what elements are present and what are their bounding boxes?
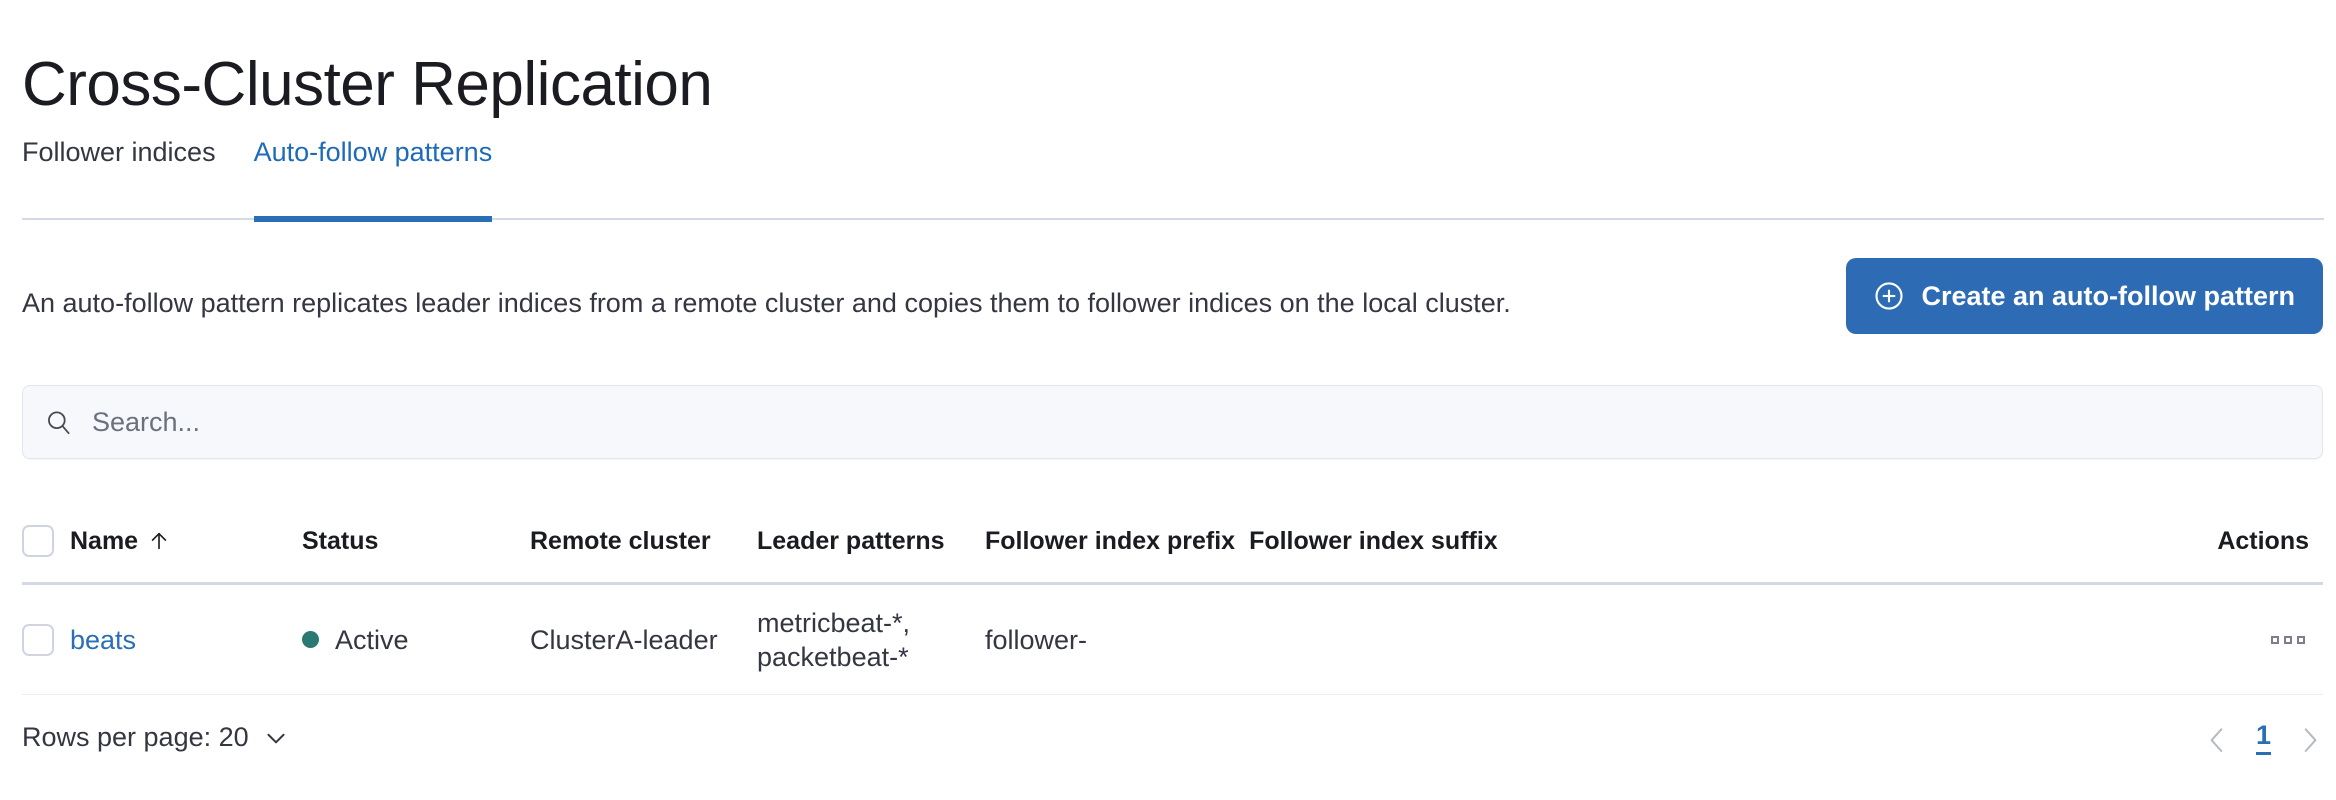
- select-all-checkbox[interactable]: [22, 525, 54, 557]
- auto-follow-patterns-table: Name Status Remote cluster Leader patter…: [22, 500, 2323, 695]
- column-header-leader-patterns[interactable]: Leader patterns: [757, 526, 985, 556]
- column-header-actions-label: Actions: [2217, 527, 2309, 555]
- select-all-cell: [22, 525, 70, 557]
- create-auto-follow-pattern-button[interactable]: Create an auto-follow pattern: [1846, 258, 2323, 334]
- search-icon: [45, 409, 72, 436]
- pagination: 1: [2204, 720, 2323, 755]
- column-header-name[interactable]: Name: [70, 526, 302, 556]
- tab-follower-indices[interactable]: Follower indices: [22, 128, 216, 220]
- plus-in-circle-icon: [1874, 281, 1904, 311]
- column-header-leader-patterns-label: Leader patterns: [757, 527, 945, 555]
- column-header-remote-cluster[interactable]: Remote cluster: [530, 526, 757, 556]
- create-auto-follow-pattern-label: Create an auto-follow pattern: [1921, 280, 2295, 311]
- cell-follower-index-prefix: follower-: [985, 624, 1088, 655]
- status-dot-icon: [302, 631, 319, 648]
- table-header-row: Name Status Remote cluster Leader patter…: [22, 500, 2323, 585]
- ellipsis-boxes-icon[interactable]: [2267, 630, 2309, 650]
- tab-follower-indices-label: Follower indices: [22, 137, 216, 167]
- tab-bar: Follower indices Auto-follow patterns: [22, 128, 2324, 222]
- row-select-checkbox[interactable]: [22, 623, 54, 656]
- table-row: beats Active ClusterA-leader metricbeat-…: [22, 585, 2323, 695]
- chevron-left-icon: [2204, 723, 2230, 753]
- column-header-actions: Actions: [2203, 526, 2323, 556]
- column-header-follower-index-prefix-label: Follower index prefix: [985, 527, 1236, 555]
- pagination-next-button[interactable]: [2297, 723, 2323, 753]
- tab-auto-follow-patterns-label: Auto-follow patterns: [253, 137, 493, 167]
- column-header-status[interactable]: Status: [302, 526, 530, 556]
- column-header-remote-cluster-label: Remote cluster: [530, 527, 711, 555]
- column-header-follower-index-suffix-label: Follower index suffix: [1249, 527, 1498, 555]
- rows-per-page-selector[interactable]: Rows per page: 20: [22, 722, 289, 753]
- chevron-right-icon: [2297, 723, 2323, 753]
- auto-follow-pattern-link[interactable]: beats: [70, 624, 137, 655]
- arrow-up-icon: [148, 530, 170, 552]
- search-input[interactable]: [90, 386, 2300, 458]
- pagination-page-1[interactable]: 1: [2255, 720, 2271, 755]
- page-title: Cross-Cluster Replication: [22, 49, 713, 119]
- column-header-follower-index-prefix[interactable]: Follower index prefix: [985, 526, 1249, 556]
- tab-auto-follow-patterns[interactable]: Auto-follow patterns: [253, 128, 493, 222]
- cell-remote-cluster: ClusterA-leader: [530, 624, 718, 655]
- intro-description: An auto-follow pattern replicates leader…: [22, 288, 1511, 318]
- cell-status: Active: [302, 623, 530, 657]
- status-badge: Active: [335, 624, 409, 655]
- search-bar[interactable]: [22, 385, 2323, 459]
- cell-name: beats: [70, 623, 302, 657]
- column-header-follower-index-suffix[interactable]: Follower index suffix: [1249, 526, 2203, 556]
- column-header-name-label: Name: [70, 527, 139, 555]
- cell-actions: [2203, 630, 2323, 650]
- cell-leader-patterns: metricbeat-*, packetbeat-*: [757, 607, 911, 672]
- table-footer: Rows per page: 20 1: [22, 720, 2323, 755]
- chevron-down-icon: [263, 725, 289, 751]
- rows-per-page-label: Rows per page: 20: [22, 722, 249, 752]
- column-header-status-label: Status: [302, 527, 379, 555]
- pagination-prev-button[interactable]: [2204, 723, 2230, 753]
- row-select-cell: [22, 623, 70, 656]
